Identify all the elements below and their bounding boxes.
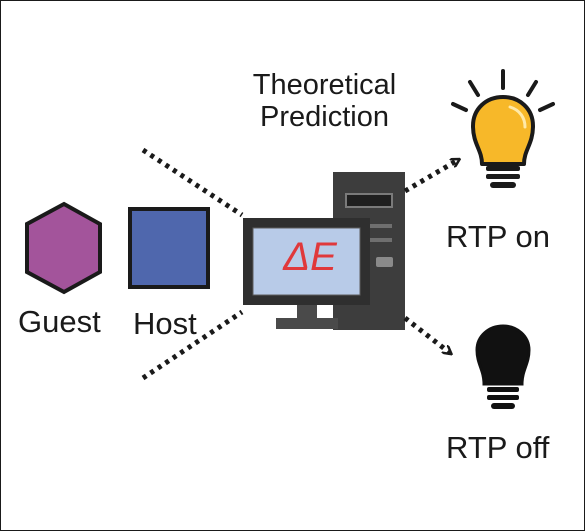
funnel-line-upper xyxy=(141,147,244,218)
computer-screen xyxy=(252,227,361,296)
hexagon-icon xyxy=(25,201,102,295)
rtp-off-label: RTP off xyxy=(446,430,550,465)
arrow-to-rtp-off xyxy=(403,316,450,353)
funnel-line-lower xyxy=(141,309,244,381)
title-line-1: Theoretical xyxy=(252,69,397,101)
lightbulb-on-icon xyxy=(451,69,555,188)
guest-label: Guest xyxy=(18,304,101,339)
delta-e-symbol: ΔE xyxy=(283,235,337,279)
host-label: Host xyxy=(133,306,197,341)
desktop-computer-icon xyxy=(243,172,405,330)
title: Theoretical Prediction xyxy=(232,69,417,134)
square-icon xyxy=(128,207,210,289)
arrow-to-rtp-on xyxy=(403,160,458,194)
lightbulb-off-icon xyxy=(475,324,531,409)
rtp-on-label: RTP on xyxy=(446,219,550,254)
title-line-2: Prediction xyxy=(260,101,389,134)
